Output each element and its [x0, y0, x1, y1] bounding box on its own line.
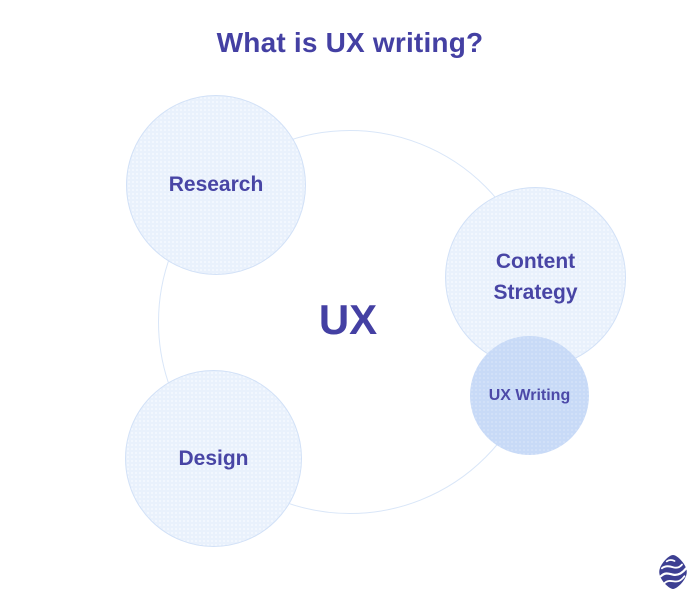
bubble-ux-writing: UX Writing — [470, 336, 589, 455]
bubble-design: Design — [125, 370, 302, 547]
bubble-research-label: Research — [168, 173, 264, 196]
ux-center-label: UX — [318, 296, 378, 343]
page-title: What is UX writing? — [216, 27, 484, 58]
wave-globe-logo-icon — [659, 555, 688, 589]
bubble-content-strategy-label: Content Strategy — [493, 250, 578, 304]
bubble-research: Research — [126, 95, 306, 275]
bubble-design-label: Design — [178, 446, 249, 470]
bubble-ux-writing-label: UX Writing — [488, 386, 571, 404]
